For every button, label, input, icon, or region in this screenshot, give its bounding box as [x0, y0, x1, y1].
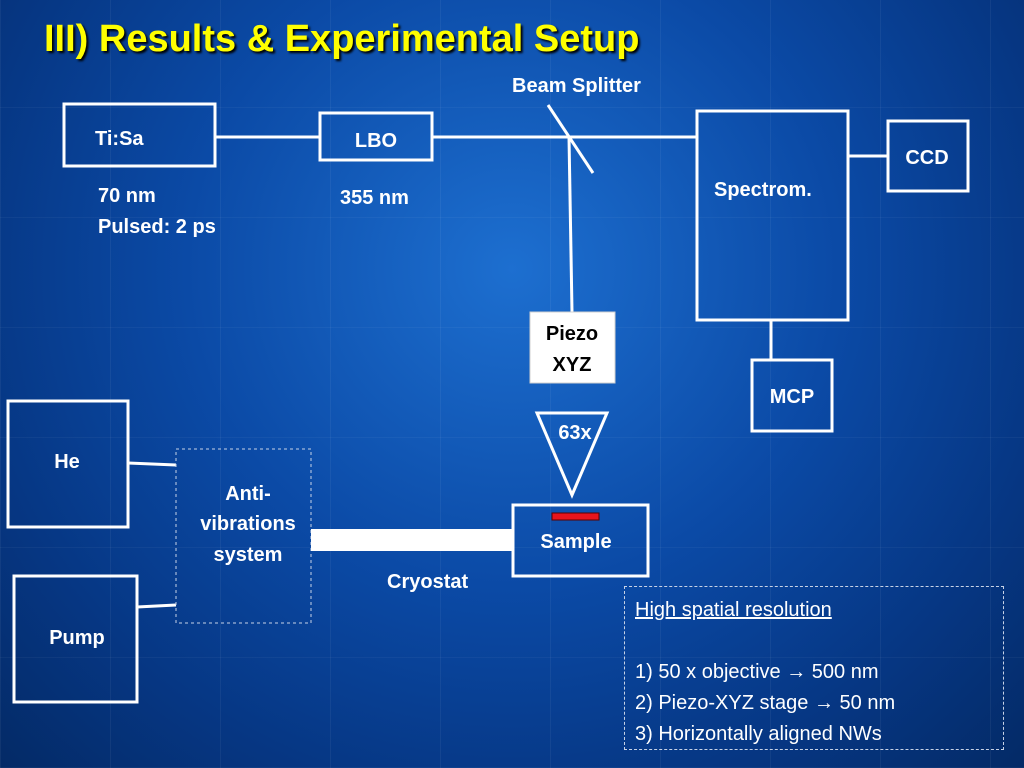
he-line: [127, 461, 177, 467]
beam-splitter-label: Beam Splitter: [512, 75, 641, 97]
sample-marker: [551, 512, 600, 521]
info-item-3: 3) Horizontally aligned NWs: [635, 723, 882, 745]
pump-label: Pump: [49, 627, 105, 649]
spectrometer-label: Spectrom.: [714, 179, 812, 201]
info-heading: High spatial resolution: [635, 599, 832, 621]
objective-label: 63x: [558, 422, 592, 444]
piezo-label-line2: XYZ: [552, 354, 592, 376]
pump-box: [12, 574, 139, 704]
ccd-label: CCD: [905, 147, 949, 169]
arrow-right-icon: →: [813, 692, 834, 714]
sample-label: Sample: [540, 531, 612, 553]
lbo-box: [318, 111, 434, 162]
spectrometer-box: [695, 109, 850, 322]
info-item-2: 2) Piezo-XYZ stage → 50 nm: [635, 692, 896, 714]
slide-title: III) Results & Experimental Setup: [44, 18, 640, 60]
tisa-box: [62, 102, 217, 168]
resolution-info-box: High spatial resolution 1) 50 x objectiv…: [624, 586, 1004, 750]
anti-vibration-box: [175, 448, 312, 624]
cryostat-label: Cryostat: [387, 571, 469, 593]
lbo-label: LBO: [354, 130, 398, 152]
anti-vibration-label-line1: Anti-: [225, 483, 271, 505]
tisa-wavelength: 70 nm: [98, 185, 156, 207]
anti-vibration-label-line2: vibrations: [200, 513, 296, 535]
objective-63x: [534, 411, 610, 499]
beam-splitter-to-piezo: [567, 136, 574, 313]
he-box: [6, 399, 130, 529]
pump-line: [136, 603, 177, 609]
piezo-label-line1: Piezo: [545, 323, 599, 345]
mcp-label: MCP: [769, 386, 815, 408]
arrow-right-icon: →: [786, 661, 807, 683]
piezo-box: [529, 311, 616, 384]
lbo-wavelength: 355 nm: [340, 187, 409, 209]
cryostat-arm: [311, 529, 513, 551]
ccd-box: [886, 119, 970, 193]
tisa-label: Ti:Sa: [95, 128, 144, 150]
tisa-pulse: Pulsed: 2 ps: [98, 216, 216, 238]
anti-vibration-label-line3: system: [213, 544, 283, 566]
he-label: He: [54, 451, 80, 473]
mcp-box: [750, 358, 834, 433]
info-item-1: 1) 50 x objective → 500 nm: [635, 661, 879, 683]
